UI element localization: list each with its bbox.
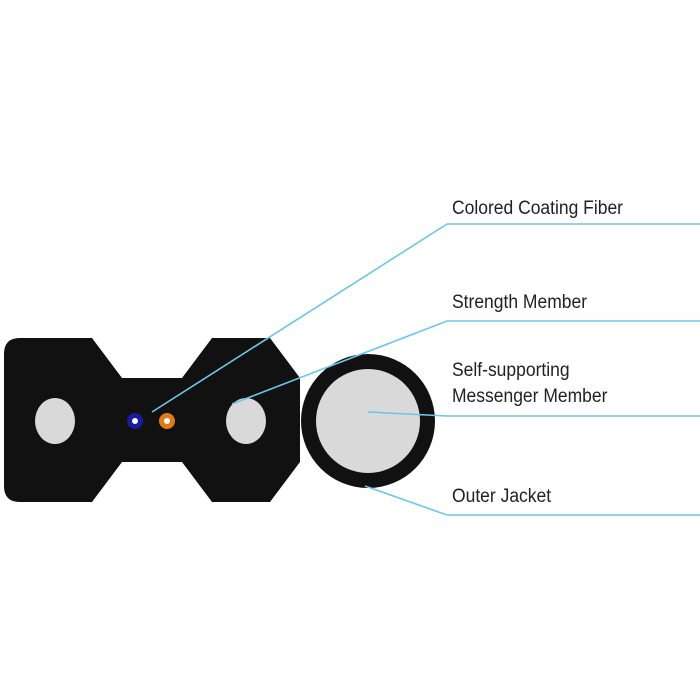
leader-line-strength-member bbox=[231, 320, 700, 405]
strength-member-right bbox=[226, 398, 266, 444]
fiber-blue-core bbox=[132, 418, 138, 424]
label-outer-jacket: Outer Jacket bbox=[452, 486, 552, 507]
label-messenger-line-1: Self-supporting bbox=[452, 360, 570, 381]
label-messenger-line-2: Messenger Member bbox=[452, 386, 608, 407]
leader-line-outer-jacket bbox=[364, 485, 700, 516]
label-self-supporting-messenger-member: Self-supporting Messenger Member bbox=[452, 358, 607, 410]
label-colored-coating-fiber: Colored Coating Fiber bbox=[452, 198, 624, 219]
messenger-member bbox=[316, 369, 420, 473]
fiber-orange-core bbox=[164, 418, 170, 424]
strength-member-left bbox=[35, 398, 75, 444]
outer-jacket-body bbox=[4, 338, 300, 502]
leader-line-colored-coating-fiber bbox=[151, 223, 700, 413]
leader-line-messenger-member bbox=[367, 411, 700, 417]
label-strength-member: Strength Member bbox=[452, 292, 588, 313]
